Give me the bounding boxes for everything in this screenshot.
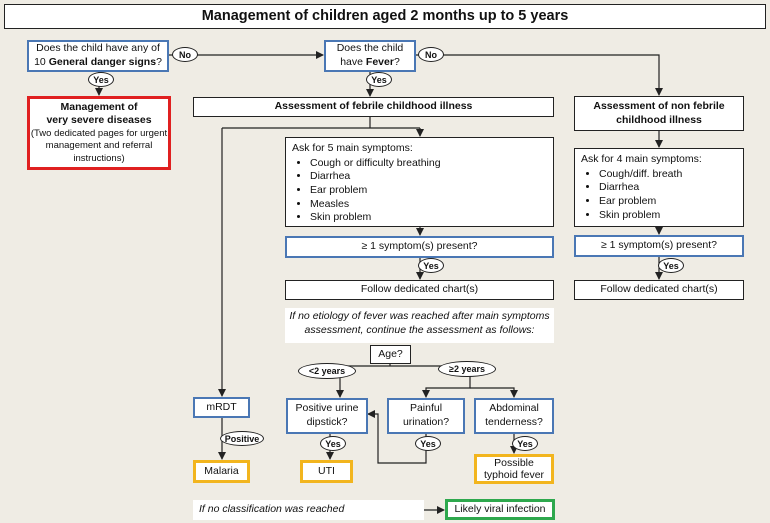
list-item: Diarrhea [310, 170, 547, 184]
no-label: No [418, 47, 444, 62]
malaria-outcome: Malaria [193, 460, 250, 483]
febrile-symptoms-box: Ask for 5 main symptoms: Cough or diffic… [285, 137, 554, 227]
list-item: Ear problem [310, 184, 547, 198]
nonfebrile-symptoms-box: Ask for 4 main symptoms: Cough/diff. bre… [574, 148, 744, 227]
typhoid-outcome: Possible typhoid fever [474, 454, 554, 484]
yes-label: Yes [415, 436, 441, 451]
yes-label: Yes [658, 258, 684, 273]
list-item: Cough or difficulty breathing [310, 157, 547, 171]
no-label: No [172, 47, 198, 62]
no-classification-note: If no classification was reached [193, 500, 424, 520]
abdominal-tenderness-box: Abdominal tenderness? [474, 398, 554, 434]
yes-label: Yes [418, 258, 444, 273]
yes-label: Yes [366, 72, 392, 87]
viral-infection-outcome: Likely viral infection [445, 499, 555, 520]
nonfebrile-follow-chart: Follow dedicated chart(s) [574, 280, 744, 300]
list-item: Cough/diff. breath [599, 168, 737, 182]
no-etiology-note: If no etiology of fever was reached afte… [285, 308, 554, 343]
age-question: Age? [370, 345, 411, 364]
list-item: Diarrhea [599, 181, 737, 195]
positive-label: Positive [220, 431, 264, 446]
yes-label: Yes [320, 436, 346, 451]
mrdt-box: mRDT [193, 397, 250, 418]
page-title: Management of children aged 2 months up … [4, 4, 766, 29]
febrile-symptom-present: ≥ 1 symptom(s) present? [285, 236, 554, 258]
nonfebrile-assessment-box: Assessment of non febrile childhood illn… [574, 96, 744, 131]
list-item: Skin problem [310, 211, 547, 225]
yes-label: Yes [512, 436, 538, 451]
febrile-assessment-box: Assessment of febrile childhood illness [193, 97, 554, 117]
age-under-2-label: <2 years [298, 363, 356, 379]
painful-urination-box: Painful urination? [387, 398, 465, 434]
nonfebrile-symptom-present: ≥ 1 symptom(s) present? [574, 235, 744, 257]
danger-signs-question: Does the child have any of 10 General da… [27, 40, 169, 72]
age-over-2-label: ≥2 years [438, 361, 496, 377]
febrile-follow-chart: Follow dedicated chart(s) [285, 280, 554, 300]
list-item: Ear problem [599, 195, 737, 209]
urine-dipstick-box: Positive urine dipstick? [286, 398, 368, 434]
list-item: Measles [310, 198, 547, 212]
fever-question: Does the child have Fever? [324, 40, 416, 72]
yes-label: Yes [88, 72, 114, 87]
list-item: Skin problem [599, 209, 737, 223]
uti-outcome: UTI [300, 460, 353, 483]
severe-disease-box: Management of very severe diseases (Two … [27, 96, 171, 170]
